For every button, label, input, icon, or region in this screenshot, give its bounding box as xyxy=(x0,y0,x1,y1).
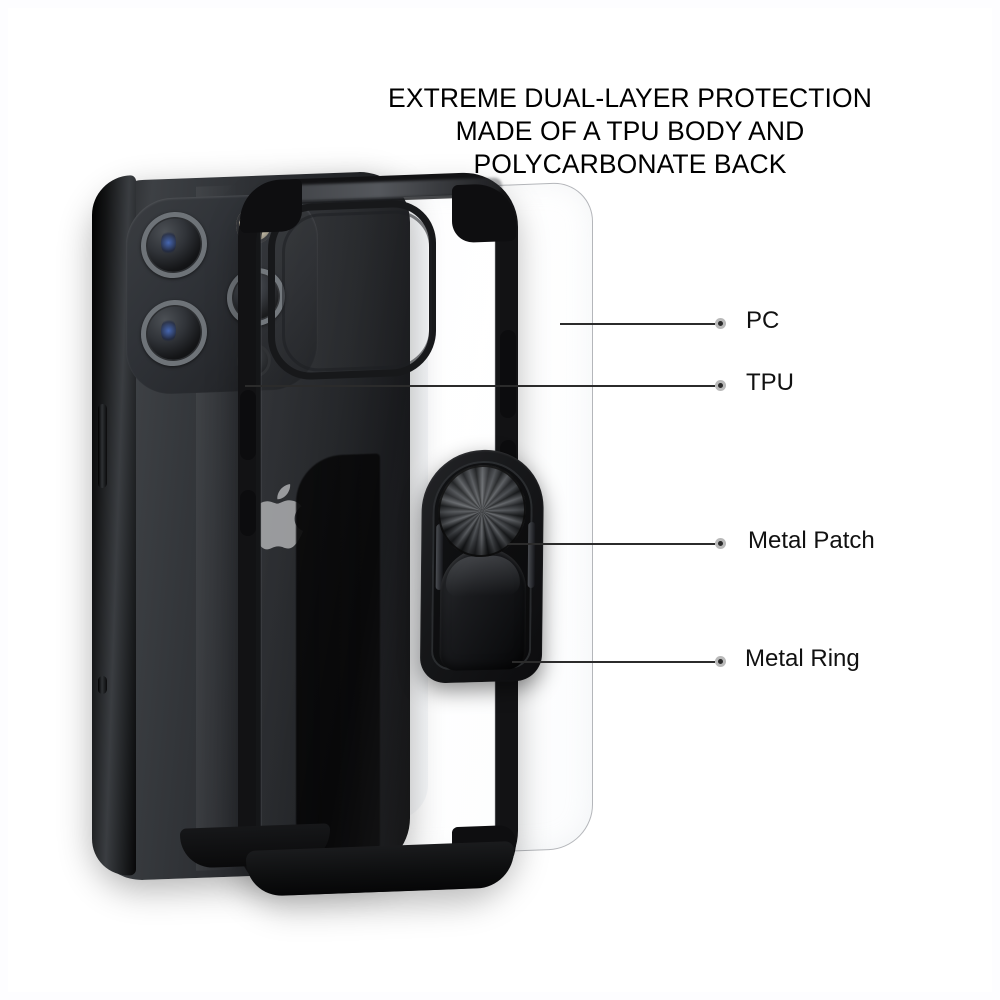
phone-volume-button xyxy=(98,403,107,489)
heading-line-2: MADE OF A TPU BODY AND xyxy=(455,116,805,146)
callout-leader-line-metal-ring xyxy=(512,661,715,663)
metal-ring-highlight xyxy=(445,555,521,597)
dot-marker-icon xyxy=(715,656,726,667)
case-bottom-lip xyxy=(246,841,514,897)
case-camera-cutout-inner xyxy=(282,209,432,373)
callout-leader-line-tpu xyxy=(245,385,715,387)
callout-leader-line-pc xyxy=(560,323,715,325)
callout-label-metal-ring: Metal Ring xyxy=(745,645,860,672)
callout-leader-line-metal-patch xyxy=(508,543,715,545)
callout-label-tpu: TPU xyxy=(746,369,794,396)
heading-line-3: POLYCARBONATE BACK xyxy=(473,149,787,179)
case-button-cover-mute xyxy=(240,489,256,537)
apple-logo xyxy=(250,484,303,550)
case-button-cover-volume xyxy=(240,389,256,461)
dot-marker-icon xyxy=(715,318,726,329)
phone-mute-switch xyxy=(98,675,107,695)
case-side-grip-upper xyxy=(500,329,516,419)
dot-marker-icon xyxy=(715,380,726,391)
dot-marker-icon xyxy=(715,538,726,549)
page-title: EXTREME DUAL-LAYER PROTECTION MADE OF A … xyxy=(330,82,930,181)
heading-line-1: EXTREME DUAL-LAYER PROTECTION xyxy=(388,83,872,113)
callout-label-metal-patch: Metal Patch xyxy=(748,527,875,554)
callout-label-pc: PC xyxy=(746,307,780,334)
ring-arm-right xyxy=(527,521,536,589)
